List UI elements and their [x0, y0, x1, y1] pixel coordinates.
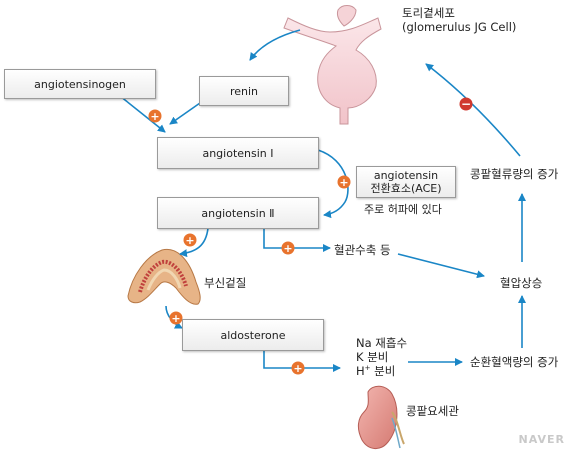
adrenal-cortex-label: 부신겉질 — [204, 276, 247, 290]
minus-sign-icon — [459, 97, 473, 111]
angiotensin-1-label: angiotensin Ⅰ — [202, 146, 274, 160]
jg-cell-illustration — [283, 5, 382, 125]
svg-text:+: + — [339, 176, 348, 189]
aldosterone-label: aldosterone — [220, 328, 286, 342]
arrow-ang2-to-adrenal — [179, 227, 209, 258]
arrow-vasoconstriction-to-bp — [397, 253, 485, 279]
signs: + + + + + + − — [148, 97, 473, 375]
angiotensin-2-box: angiotensin Ⅱ — [157, 197, 319, 229]
kidney-illustration — [357, 385, 405, 449]
angiotensin-1-box: angiotensin Ⅰ — [157, 137, 319, 169]
plus-sign-icon — [291, 361, 305, 375]
ace-label-line2: 전환효소(ACE) — [370, 182, 442, 195]
angiotensinogen-box: angiotensinogen — [4, 69, 156, 99]
svg-text:+: + — [171, 312, 180, 325]
aldosterone-effects: Na 재흡수 K 분비 H+ 분비 — [356, 336, 407, 378]
vasoconstriction-label: 혈관수축 등 — [334, 243, 391, 257]
angiotensinogen-label: angiotensinogen — [34, 77, 126, 91]
svg-text:−: − — [461, 97, 471, 111]
arrow-aldosterone-to-effects — [263, 350, 341, 372]
angiotensin-2-label: angiotensin Ⅱ — [201, 206, 275, 220]
aldosterone-box: aldosterone — [182, 319, 324, 351]
svg-text:+: + — [283, 242, 292, 255]
arrow-ang2-to-vasoconstriction — [263, 228, 331, 252]
naver-watermark: NAVER — [518, 433, 565, 446]
svg-text:+: + — [293, 362, 302, 375]
renal-tubule-label: 콩팥요세관 — [406, 404, 459, 418]
renal-blood-flow-increase-label: 콩팥혈류량의 증가 — [470, 167, 559, 181]
arrow-angiotensinogen-to-ang1 — [119, 95, 166, 133]
ace-label-line1: angiotensin — [373, 169, 439, 182]
blood-volume-increase-label: 순환혈액량의 증가 — [470, 355, 559, 369]
plus-sign-icon — [148, 109, 162, 123]
plus-sign-icon — [169, 311, 183, 325]
jg-cell-label: 토리곁세포 (glomerulus JG Cell) — [402, 6, 516, 34]
jg-cell-label-latin: (glomerulus JG Cell) — [402, 20, 517, 34]
effect-h-secretion: H+ 분비 — [356, 364, 396, 378]
svg-text:+: + — [185, 234, 194, 247]
effect-k-secretion: K 분비 — [356, 350, 389, 364]
ace-note: 주로 허파에 있다 — [364, 203, 442, 216]
effect-na-reabsorption: Na 재흡수 — [356, 336, 408, 350]
arrow-jg-to-renin — [249, 29, 301, 61]
renin-label: renin — [229, 84, 259, 98]
renin-box: renin — [199, 76, 289, 106]
adrenal-illustration — [127, 248, 201, 305]
bp-rise-label: 혈압상승 — [500, 276, 543, 290]
arrow-ang1-to-ang2 — [317, 149, 349, 219]
arrow-renal-flow-to-jg — [425, 63, 521, 157]
plus-sign-icon — [337, 175, 351, 189]
jg-cell-label-korean: 토리곁세포 — [402, 6, 455, 20]
plus-sign-icon — [183, 233, 197, 247]
ace-box: angiotensin 전환효소(ACE) — [356, 166, 456, 198]
svg-text:+: + — [150, 110, 159, 123]
plus-sign-icon — [281, 241, 295, 255]
